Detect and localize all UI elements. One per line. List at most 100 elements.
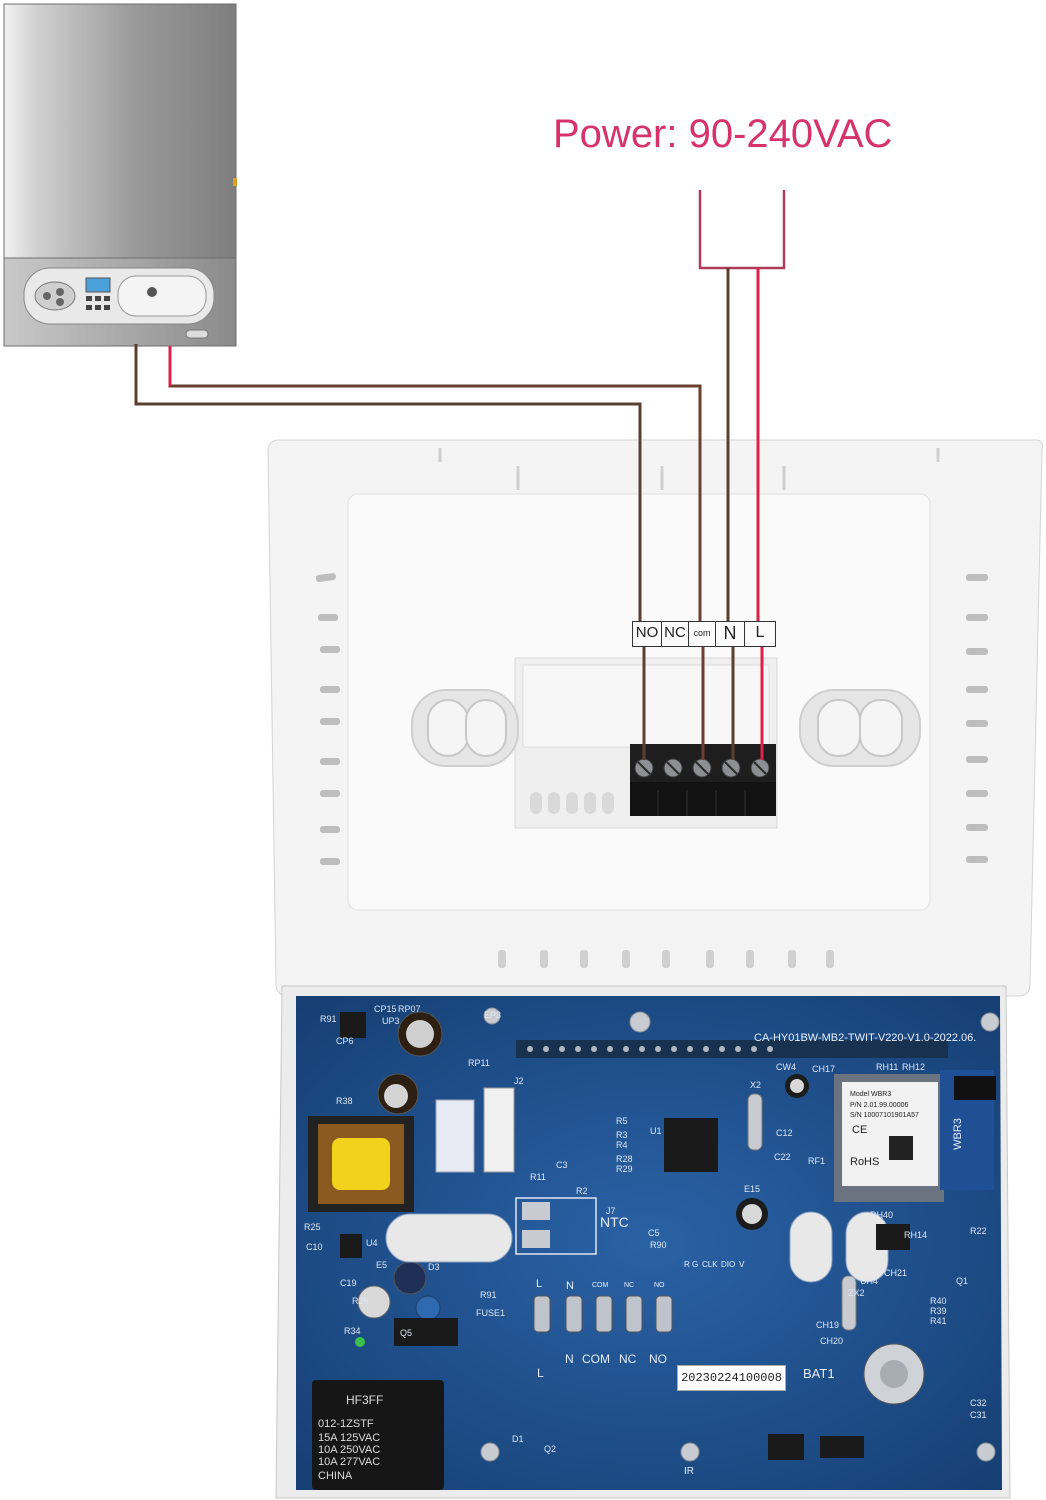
silkscreen-label: R41 — [930, 1316, 947, 1326]
terminal-label-nc: NC — [662, 622, 689, 646]
module-sn: S/N 10007101901A57 — [850, 1112, 919, 1119]
silkscreen-label: R3 — [616, 1130, 628, 1140]
silkscreen-label: R91 — [480, 1290, 497, 1300]
wifi-module — [842, 1082, 938, 1186]
silkscreen-label: CH21 — [884, 1268, 908, 1278]
silkscreen-label: R2 — [576, 1186, 588, 1196]
silkscreen-label: R90 — [650, 1240, 667, 1250]
pcb-bottom-label-nc: NC — [619, 1352, 637, 1366]
pcb-ntc-label: NTC — [600, 1214, 629, 1230]
header-pin-v: V — [739, 1260, 745, 1269]
silkscreen-label: R28 — [616, 1154, 633, 1164]
silkscreen-label: X2 — [750, 1080, 762, 1090]
header-pin-dio: DIO — [721, 1260, 736, 1269]
silkscreen-label: EP3 — [484, 1010, 502, 1020]
silkscreen-label: R5 — [616, 1116, 628, 1126]
silkscreen-label: Q2 — [544, 1444, 557, 1454]
relay-line-3: 15A 125VAC — [318, 1432, 381, 1444]
pcb-ir-label: IR — [684, 1466, 694, 1477]
silkscreen-label: E5 — [376, 1260, 388, 1270]
silkscreen-label: CW4 — [776, 1062, 796, 1072]
silkscreen-label: CH20 — [820, 1336, 844, 1346]
silkscreen-label: C31 — [970, 1410, 987, 1420]
relay-line-5: 10A 277VAC — [318, 1456, 381, 1468]
silkscreen-label: R11 — [530, 1172, 546, 1182]
terminal-labels: NO NC com N L — [632, 621, 776, 647]
silkscreen-label: CP15 — [374, 1004, 397, 1014]
silkscreen-label: CH19 — [816, 1320, 840, 1330]
relay-line-2: 012-1ZSTF — [318, 1418, 374, 1430]
silkscreen-label: C3 — [556, 1160, 568, 1170]
silkscreen-label: C22 — [774, 1152, 791, 1162]
silkscreen-label: R29 — [616, 1164, 633, 1174]
pcb-bottom-label-no: NO — [649, 1352, 667, 1366]
silkscreen-label: C10 — [306, 1242, 323, 1252]
silkscreen-label: UP3 — [382, 1016, 400, 1026]
pcb-housing — [275, 985, 1011, 1499]
silkscreen-label: C12 — [776, 1128, 793, 1138]
pcb-bottom-label-com: COM — [582, 1352, 610, 1366]
relay-line-4: 10A 250VAC — [318, 1444, 381, 1456]
module-model: Model WBR3 — [850, 1091, 892, 1098]
silkscreen-label: RP11 — [468, 1058, 490, 1068]
thermostat-backplate — [267, 439, 1043, 997]
pcb-bottom-label-l: L — [537, 1366, 544, 1380]
silkscreen-label: FUSE1 — [476, 1308, 506, 1318]
pcb-bottom-label-n: N — [565, 1352, 574, 1366]
boiler — [3, 3, 237, 347]
module-rohs: RoHS — [850, 1156, 880, 1168]
terminal-label-com: com — [689, 622, 716, 646]
silkscreen-label: RH14 — [904, 1230, 928, 1240]
silkscreen-label: R40 — [930, 1296, 947, 1306]
pcb-module-id: WBR3 — [951, 1118, 964, 1150]
boiler-display-icon — [85, 277, 111, 293]
silkscreen-label: U4 — [366, 1238, 378, 1248]
silkscreen-label: J2 — [514, 1076, 524, 1086]
power-label: Power: 90-240VAC — [553, 112, 893, 156]
silkscreen-label: RP07 — [398, 1004, 421, 1014]
microcontroller-chip — [664, 1118, 718, 1172]
silkscreen-label: C19 — [340, 1278, 357, 1288]
serial-sticker: 20230224100008 — [677, 1365, 786, 1391]
silkscreen-label: RH40 — [870, 1210, 894, 1220]
power-input-wire — [698, 190, 786, 270]
transformer — [332, 1138, 390, 1190]
silkscreen-label: U1 — [650, 1126, 662, 1136]
silkscreen-label: RF1 — [808, 1156, 826, 1166]
module-pn: P/N 2.01.99.00006 — [850, 1102, 909, 1109]
pcb-terminal-nc: NC — [624, 1282, 635, 1289]
relay — [312, 1380, 444, 1490]
silkscreen-label: R34 — [344, 1326, 361, 1336]
relay-model: HF3FF — [346, 1393, 384, 1407]
silkscreen-label: C32 — [970, 1398, 987, 1408]
pcb-terminal-n: N — [566, 1280, 574, 1292]
silkscreen-label: R38 — [336, 1096, 353, 1106]
terminal-label-l: L — [755, 624, 765, 641]
pcb-terminal-no: NO — [654, 1282, 665, 1289]
pcb-terminal-l: L — [536, 1278, 543, 1290]
silkscreen-label: J7 — [606, 1206, 616, 1216]
header-pin-g: G — [692, 1260, 699, 1269]
relay-line-6: CHINA — [318, 1470, 353, 1482]
header-pin-clk: CLK — [702, 1260, 718, 1269]
silkscreen-label: ZX2 — [848, 1288, 865, 1298]
terminal-label-no: NO — [633, 622, 662, 646]
module-ce: CE — [852, 1124, 868, 1136]
silkscreen-label: D1 — [512, 1434, 524, 1444]
silkscreen-label: R91 — [320, 1014, 337, 1024]
silkscreen-label: CH17 — [812, 1064, 836, 1074]
header-pin-r: R — [684, 1260, 690, 1269]
silkscreen-label: Q1 — [956, 1276, 969, 1286]
silkscreen-label: CP6 — [336, 1036, 354, 1046]
silkscreen-label: R22 — [970, 1226, 987, 1236]
silkscreen-label: Q5 — [400, 1328, 413, 1338]
silkscreen-label: C5 — [648, 1228, 660, 1238]
silkscreen-label: R39 — [930, 1306, 947, 1316]
terminal-label-n: N — [716, 622, 745, 646]
pcb-terminal-com: COM — [592, 1282, 609, 1289]
pcb-bat-label: BAT1 — [803, 1366, 835, 1381]
pcb-board-id: CA-HY01BW-MB2-TWIT-V220-V1.0-2022.06. — [754, 1032, 977, 1044]
silkscreen-label: UH4 — [860, 1276, 879, 1286]
silkscreen-label: RH12 — [902, 1062, 926, 1072]
